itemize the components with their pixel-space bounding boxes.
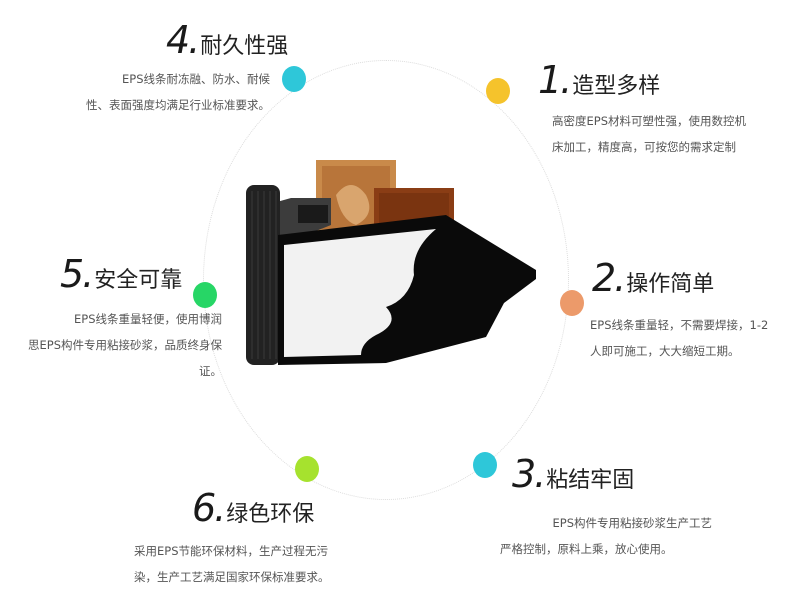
feature-title-1: 1.造型多样 (538, 58, 661, 102)
feature-title-2: 2.操作简单 (592, 256, 715, 300)
feature-title-3: 3.粘结牢固 (512, 452, 635, 496)
feature-desc-4: EPS线条耐冻融、防水、耐候 性、表面强度均满足行业标准要求。 (86, 72, 270, 112)
feature-desc-5: EPS线条重量轻便，使用博润 思EPS构件专用粘接砂浆，品质终身保 证。 (28, 312, 222, 378)
feature-title-5: 5.安全可靠 (60, 252, 183, 296)
feature-dot-3 (473, 452, 497, 478)
feature-dot-5 (193, 282, 217, 308)
feature-desc-3: EPS构件专用粘接砂浆生产工艺 严格控制，原料上乘，放心使用。 (500, 516, 712, 556)
feature-desc-6: 采用EPS节能环保材料，生产过程无污 染，生产工艺满足国家环保标准要求。 (134, 544, 330, 584)
feature-dot-4 (282, 66, 306, 92)
feature-title-4: 4.耐久性强 (166, 18, 289, 62)
feature-title-6: 6.绿色环保 (192, 486, 315, 530)
feature-desc-2: EPS线条重量轻，不需要焊接，1-2 人即可施工，大大缩短工期。 (590, 318, 769, 358)
feature-dot-2 (560, 290, 584, 316)
feature-dot-1 (486, 78, 510, 104)
eps-molding-product-image (246, 160, 536, 365)
feature-dot-6 (295, 456, 319, 482)
dotted-ring (203, 60, 569, 500)
feature-desc-1: 高密度EPS材料可塑性强，使用数控机 床加工，精度高，可按您的需求定制 (552, 114, 746, 154)
